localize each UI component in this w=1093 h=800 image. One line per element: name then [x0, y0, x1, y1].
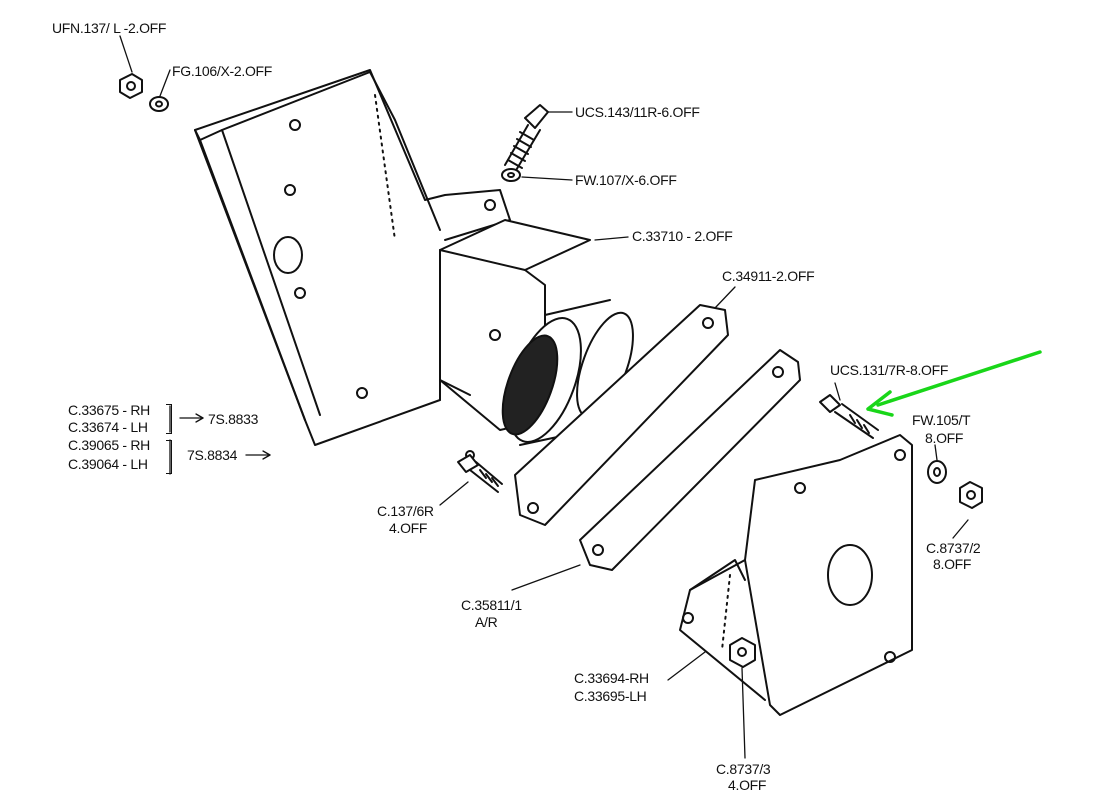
nut-ufn137[interactable] [119, 73, 143, 99]
label-fg106: FG.106/X-2.OFF [172, 63, 273, 79]
label-ucs131: UCS.131/7R-8.OFF [830, 362, 949, 378]
reference-arrows [179, 413, 271, 460]
label-ufn137: UFN.137/ L -2.OFF [52, 20, 167, 36]
washer-fg106[interactable] [149, 96, 169, 112]
label-c35811-qty: A/R [475, 614, 498, 630]
bracket-c33675[interactable] [194, 69, 511, 446]
label-fw107: FW.107/X-6.OFF [575, 172, 677, 188]
bolt-ucs143[interactable] [504, 104, 549, 173]
washer-fw105[interactable] [927, 460, 947, 484]
bracket-group-7s8834 [166, 440, 172, 474]
label-c39064: C.39064 - LH [68, 456, 148, 472]
label-c39065: C.39065 - RH [68, 437, 150, 453]
label-ref-7s8834: 7S.8834 [187, 447, 238, 463]
label-c137-qty: 4.OFF [389, 520, 428, 536]
label-fw105-part: FW.105/T [912, 412, 971, 428]
label-fw105-qty: 8.OFF [925, 430, 964, 446]
stud-c137[interactable] [457, 454, 503, 493]
label-c137: C.137/6R [377, 503, 434, 519]
bolt-ucs131[interactable] [819, 394, 879, 439]
label-c33694: C.33694-RH [574, 670, 649, 686]
washer-fw107[interactable] [501, 168, 521, 182]
plate-c34911[interactable] [514, 304, 729, 526]
label-c8737-2: C.8737/2 [926, 540, 981, 556]
label-c33675: C.33675 - RH [68, 402, 150, 418]
gasket-c35811[interactable] [579, 349, 801, 571]
leader-lines [119, 35, 969, 759]
label-c33674: C.33674 - LH [68, 419, 148, 435]
bracket-group-7s8833 [166, 404, 172, 434]
label-c34911: C.34911-2.OFF [722, 268, 815, 284]
label-c33710: C.33710 - 2.OFF [632, 228, 733, 244]
label-c8737-3-qty: 4.OFF [728, 777, 767, 793]
label-ucs143: UCS.143/11R-6.OFF [575, 104, 700, 120]
label-c35811: C.35811/1 [461, 597, 522, 613]
label-c8737-2-qty: 8.OFF [933, 556, 972, 572]
highlight-arrow [866, 350, 1042, 417]
label-c33695: C.33695-LH [574, 688, 647, 704]
label-ref-7s8833: 7S.8833 [208, 411, 259, 427]
mount-plate-c33694[interactable] [679, 434, 913, 716]
label-c8737-3: C.8737/3 [716, 761, 771, 777]
nut-c8737-3[interactable] [729, 637, 756, 668]
nut-c8737-2[interactable] [959, 481, 983, 509]
